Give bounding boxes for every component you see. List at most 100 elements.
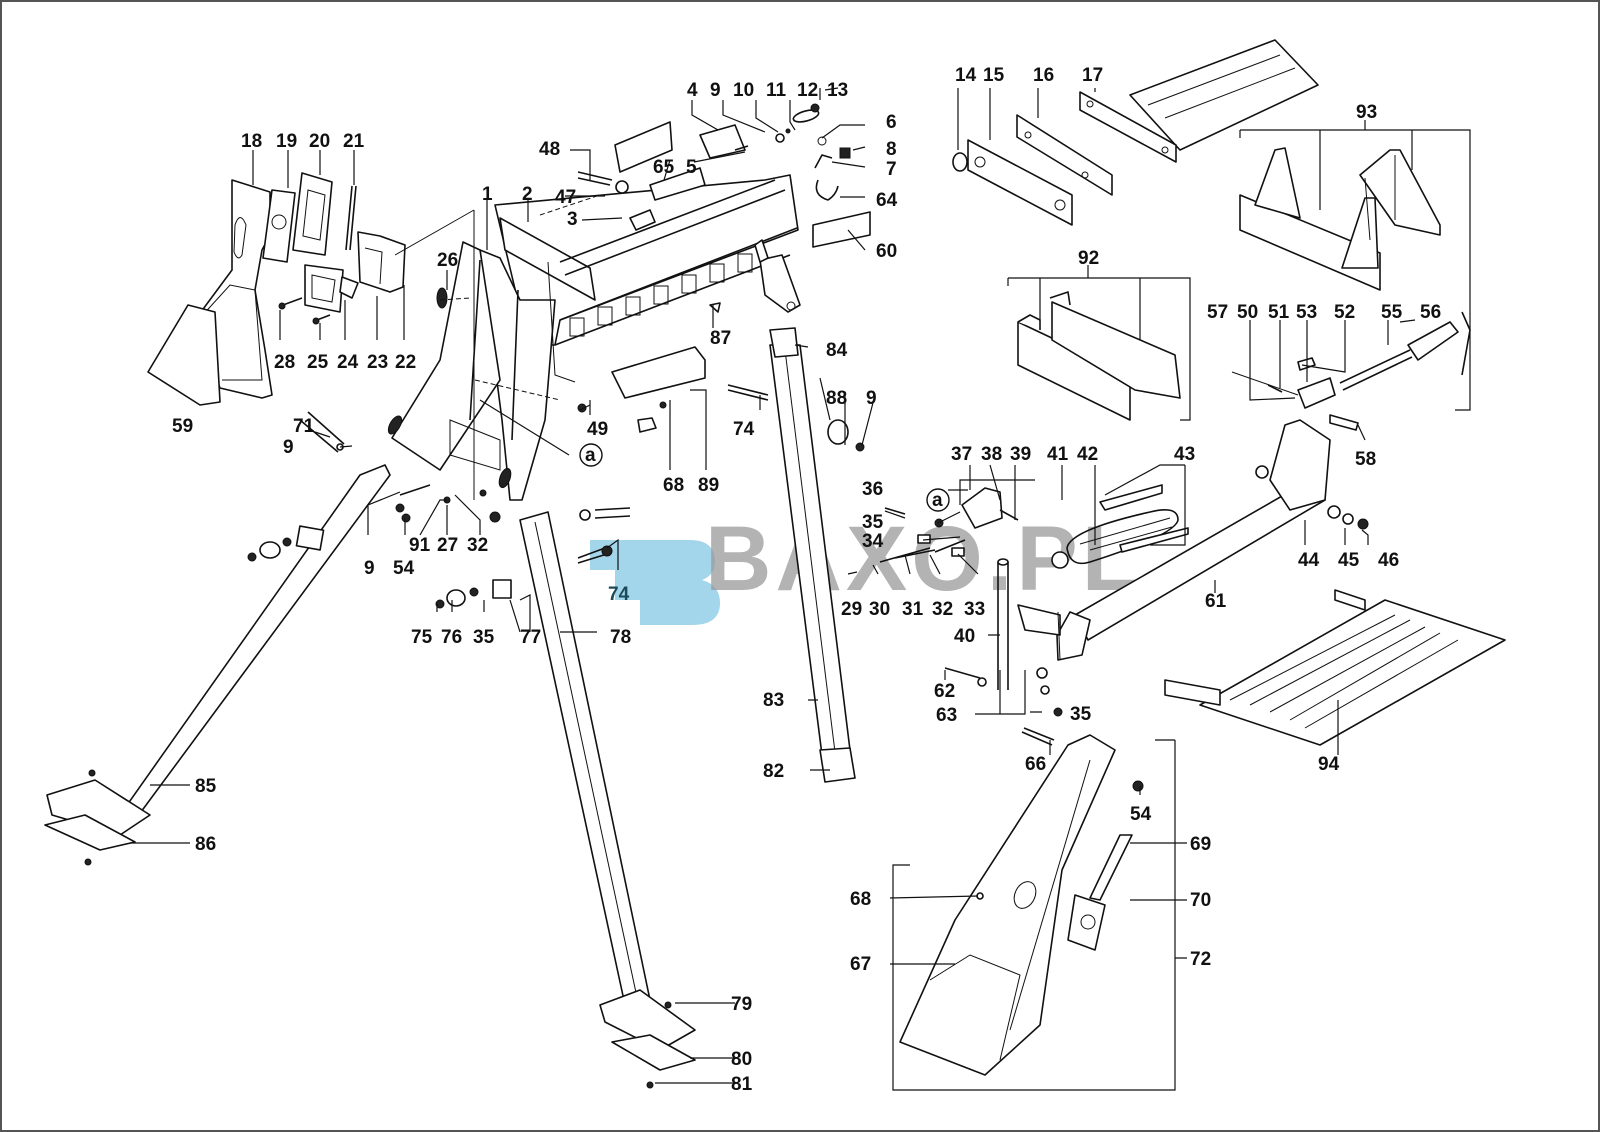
part-label: 72 (1190, 949, 1211, 970)
part-label: 62 (934, 681, 955, 702)
jaw-pads (1017, 291, 1181, 421)
part-label: 75 (411, 627, 433, 648)
part-label: 49 (587, 419, 608, 440)
callout-leaders (130, 87, 1471, 1091)
part-label: 13 (827, 80, 848, 101)
assembly-lines (394, 194, 1299, 661)
callout-labels: 18 19 20 21 28 25 24 23 22 59 26 1 2 48 … (172, 65, 1441, 1095)
part-label: 54 (1130, 804, 1152, 825)
part-label: 23 (367, 352, 388, 373)
part-label: 34 (862, 531, 884, 552)
reference-circle (926, 488, 950, 512)
part-label: 66 (1025, 754, 1046, 775)
reference-circle (579, 443, 603, 467)
part-label: 27 (437, 535, 458, 556)
part-label: 14 (955, 65, 977, 86)
bracket-mechanism (879, 484, 1189, 690)
watermark: BAXO.PL (590, 508, 1138, 625)
part-label: 64 (876, 190, 898, 211)
tray (1164, 589, 1506, 746)
clamp-parts-22-28 (278, 231, 406, 325)
part-label: 74 (733, 419, 755, 440)
part-label: 29 (841, 599, 862, 620)
part-label: 51 (1268, 302, 1290, 323)
part-label: 79 (731, 994, 752, 1015)
part-label: 45 (1338, 550, 1360, 571)
part-label: 35 (1070, 704, 1092, 725)
part-label: 69 (1190, 834, 1211, 855)
part-label: 85 (195, 776, 217, 797)
part-label: 9 (866, 388, 877, 409)
part-label: 6 (886, 112, 897, 133)
end-panel-assembly (147, 179, 273, 406)
vise-assembly (952, 39, 1319, 226)
leg-78 (435, 511, 696, 1071)
part-label: 1 (482, 184, 493, 205)
part-label: 81 (731, 1074, 753, 1095)
part-label: 5 (686, 157, 697, 178)
part-label: 82 (763, 761, 784, 782)
part-label: 76 (441, 627, 462, 648)
reference-label: a (932, 490, 943, 511)
part-label: 12 (797, 80, 818, 101)
reference-markers: a a (579, 443, 950, 512)
part-label: 16 (1033, 65, 1054, 86)
top-small-parts (577, 103, 871, 248)
part-label: 22 (395, 352, 416, 373)
part-label: 18 (241, 131, 262, 152)
part-label: 21 (343, 131, 365, 152)
part-label: 53 (1296, 302, 1317, 323)
part-label: 32 (467, 535, 488, 556)
part-label: 63 (936, 705, 957, 726)
plates-19-20-21 (262, 172, 357, 263)
part-label: 46 (1378, 550, 1399, 571)
part-label: 92 (1078, 248, 1099, 269)
part-label: 48 (539, 139, 560, 160)
leg-67 (899, 604, 1144, 1076)
part-label: 3 (567, 209, 578, 230)
part-label: 33 (964, 599, 985, 620)
part-label: 28 (274, 352, 295, 373)
part-label: 83 (763, 690, 784, 711)
part-label: 17 (1082, 65, 1103, 86)
main-frame (387, 174, 801, 501)
part-label: 67 (850, 954, 871, 975)
part-label: 11 (766, 80, 787, 101)
part-label: 35 (473, 627, 495, 648)
part-label: 20 (309, 131, 330, 152)
part-label: 25 (307, 352, 329, 373)
part-label: 26 (437, 250, 458, 271)
part-label: 89 (698, 475, 719, 496)
part-label: 86 (195, 834, 216, 855)
part-label: 78 (610, 627, 631, 648)
v-block-set (1239, 147, 1441, 291)
part-label: 8 (886, 139, 897, 160)
part-label: 74 (608, 584, 630, 605)
part-label: 47 (555, 187, 576, 208)
part-label: 38 (981, 444, 1002, 465)
part-label: 60 (876, 241, 897, 262)
part-label: 54 (393, 558, 415, 579)
part-label: 31 (902, 599, 924, 620)
part-label: 44 (1298, 550, 1320, 571)
part-label: 58 (1355, 449, 1376, 470)
part-label: 30 (869, 599, 890, 620)
part-label: 39 (1010, 444, 1031, 465)
b-logo-icon (590, 540, 720, 625)
part-label: 40 (954, 626, 975, 647)
part-label: 94 (1318, 754, 1340, 775)
part-label: 10 (733, 80, 754, 101)
part-label: 52 (1334, 302, 1355, 323)
part-label: 7 (886, 159, 897, 180)
part-label: 9 (710, 80, 721, 101)
part-label: 50 (1237, 302, 1258, 323)
part-label: 4 (687, 80, 698, 101)
part-label: 36 (862, 479, 883, 500)
part-label: 42 (1077, 444, 1098, 465)
part-label: 15 (983, 65, 1005, 86)
part-label: 19 (276, 131, 297, 152)
part-label: 80 (731, 1049, 752, 1070)
part-label: 2 (522, 184, 533, 205)
part-label: 91 (409, 535, 431, 556)
